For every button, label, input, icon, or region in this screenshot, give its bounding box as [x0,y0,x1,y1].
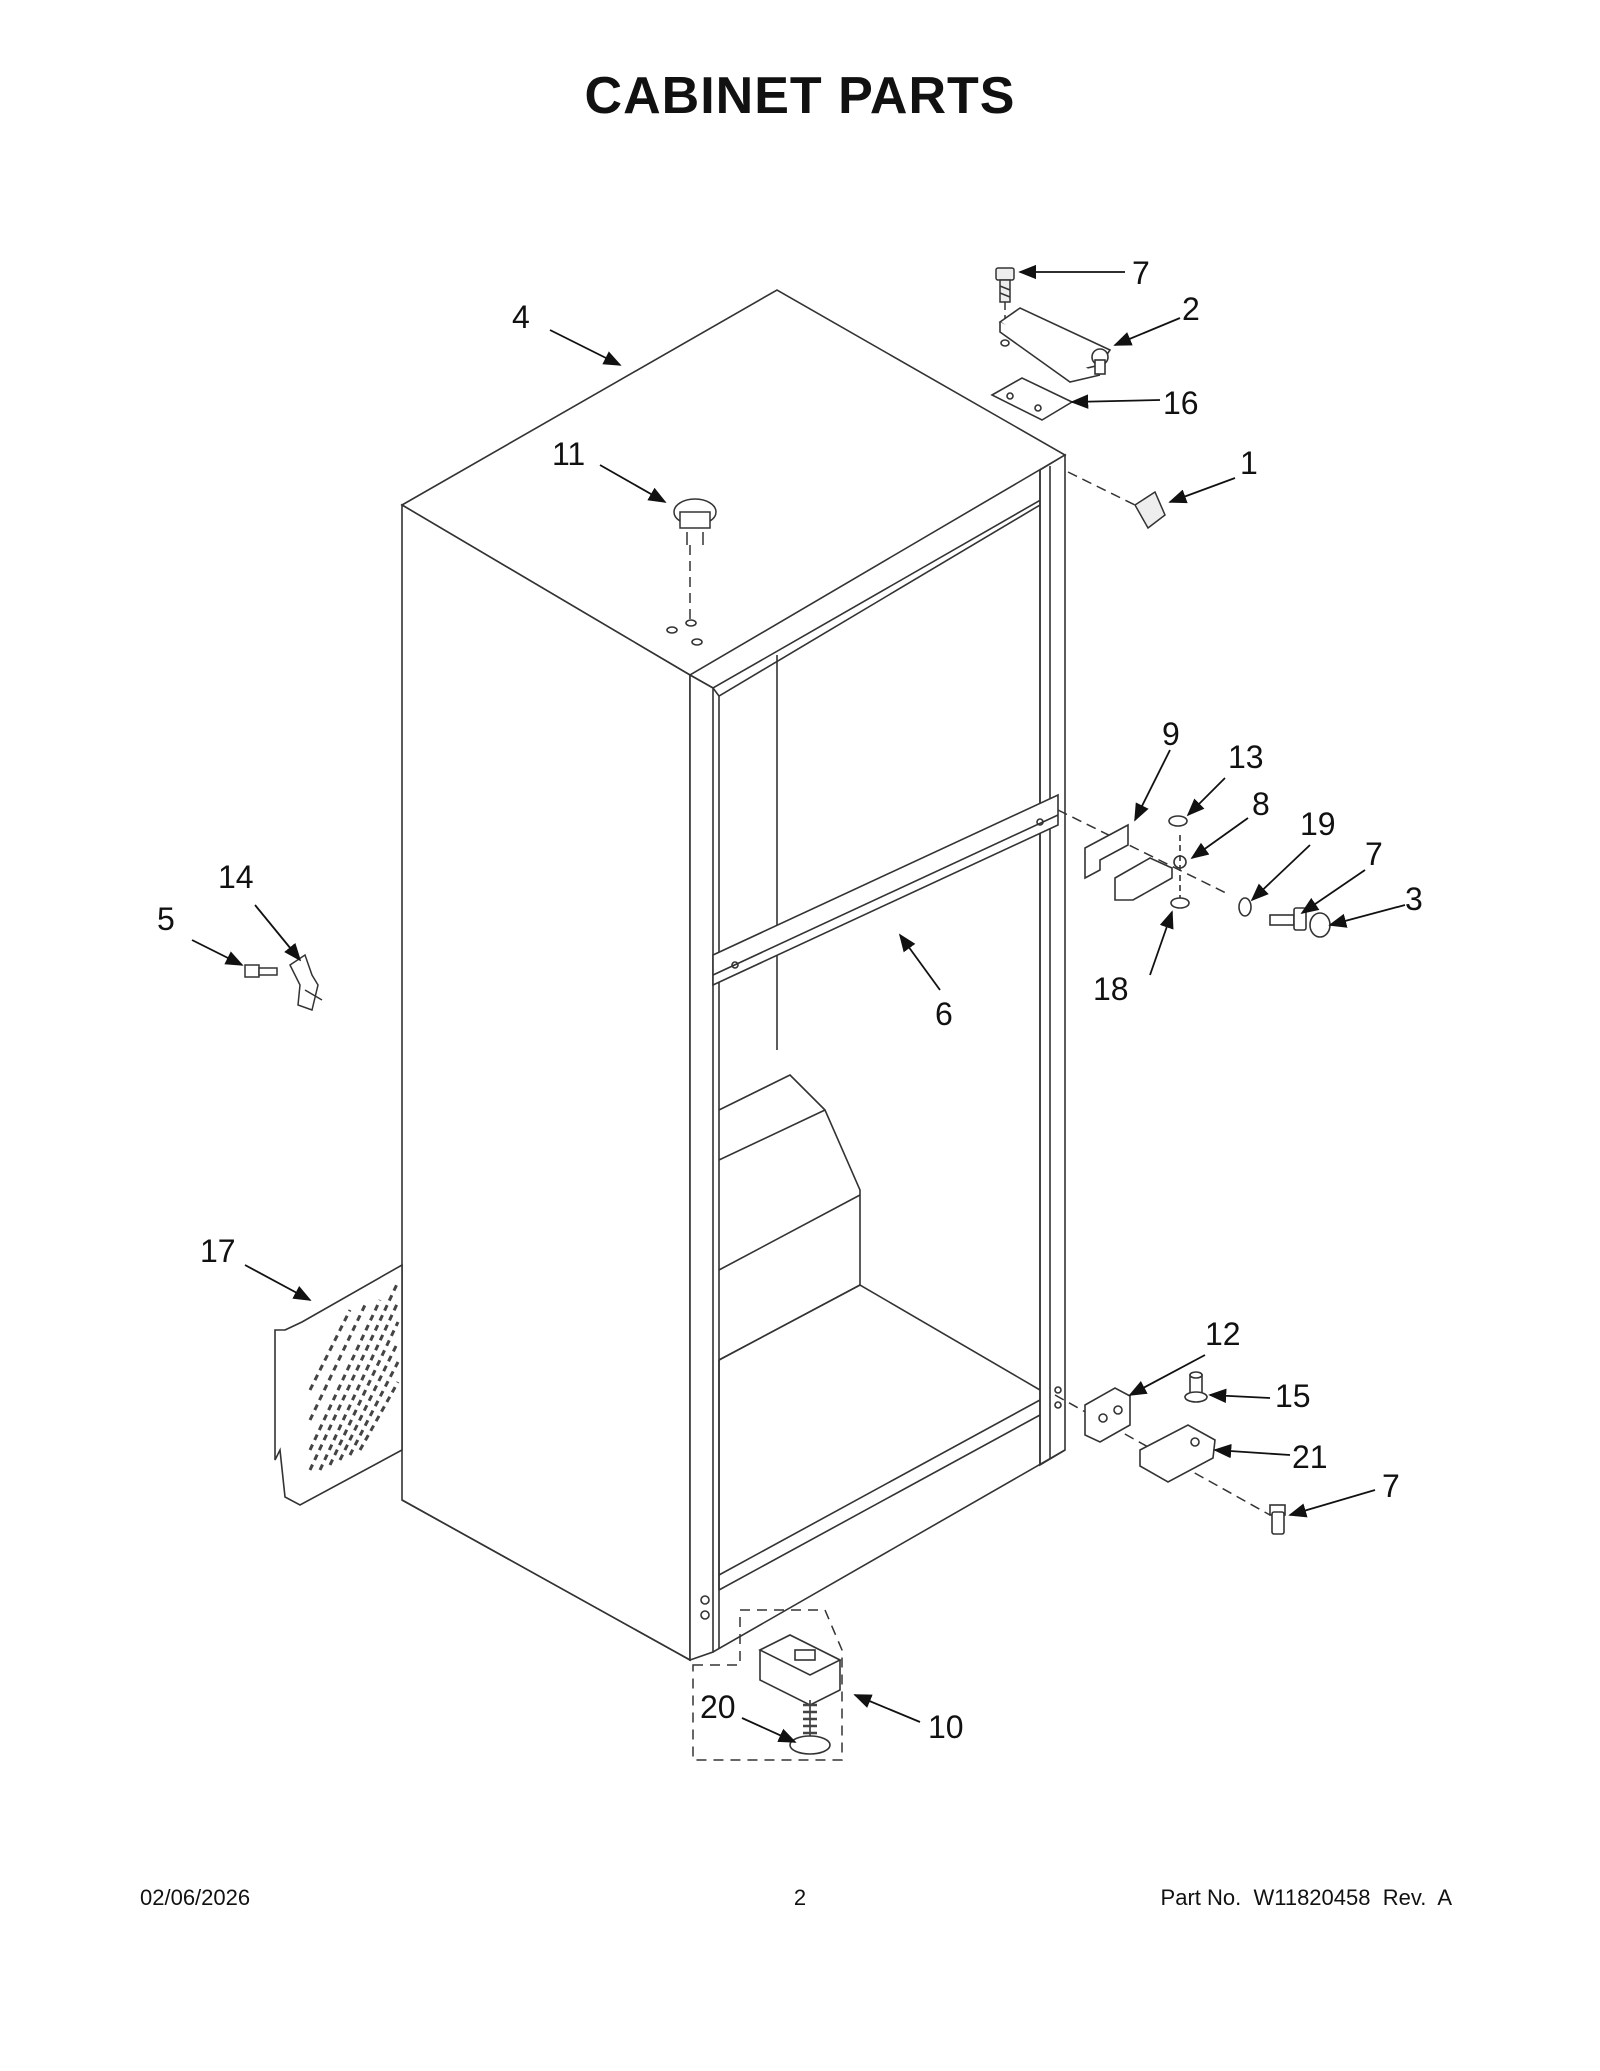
callout-4: 4 [512,299,530,335]
callout-arrow-10 [853,1694,921,1723]
callout-20: 20 [700,1689,736,1725]
callout-7-bottom: 7 [1382,1468,1400,1504]
callout-8: 8 [1252,786,1270,822]
callout-arrow-3 [1328,904,1406,928]
callout-arrow-11 [599,464,667,503]
callout-6: 6 [935,996,953,1032]
page-title: CABINET PARTS [584,67,1016,125]
callout-arrow-1 [1168,477,1236,504]
callout-17: 17 [200,1233,236,1269]
top-hinge-part [998,307,1112,383]
callout-9: 9 [1162,716,1180,752]
callout-arrow-19 [1250,844,1311,902]
callout-arrow-15 [1208,1388,1271,1404]
callout-3: 3 [1405,881,1423,917]
center-hinge-part [1084,815,1331,938]
callout-arrow-13 [1186,777,1226,817]
callout-19: 19 [1300,806,1336,842]
hinge-cover-dashed-leader [1067,471,1136,506]
callout-arrow-5 [191,939,244,966]
callout-arrow-20 [741,1717,797,1743]
callout-21: 21 [1292,1439,1328,1475]
callout-arrow-12 [1128,1354,1206,1396]
callout-arrow-16 [1070,394,1161,409]
leveler-assembly [692,1609,843,1761]
callout-16: 16 [1163,385,1199,421]
bottom-hinge-part [1084,1371,1286,1535]
callout-11: 11 [552,436,585,472]
callout-arrow-7c [1288,1489,1376,1518]
callout-arrow-8 [1190,817,1249,860]
hinge-cover-part [1134,490,1166,530]
footer-part-number: Part No. W11820458 Rev. A [1160,1885,1452,1910]
footer-date: 02/06/2026 [140,1885,251,1910]
callout-arrow-6 [898,933,941,991]
callout-14: 14 [218,859,254,895]
bracket-part [244,953,323,1011]
callout-arrow-21 [1213,1443,1291,1459]
callout-18: 18 [1093,971,1129,1007]
vent-panel-part [274,1263,403,1506]
callout-12: 12 [1205,1316,1241,1352]
top-hinge-screw [995,267,1015,303]
callout-arrow-7b [1300,869,1366,915]
callout-15: 15 [1275,1378,1311,1414]
callout-arrow-17 [244,1264,312,1301]
callout-7-middle: 7 [1365,836,1383,872]
cabinet-body [400,289,1067,1662]
callout-2: 2 [1182,291,1200,327]
callout-arrow-9 [1134,749,1171,822]
callout-5: 5 [157,901,175,937]
callout-13: 13 [1228,739,1264,775]
callout-1: 1 [1240,445,1258,481]
callout-arrow-14 [254,904,302,962]
callout-arrow-4 [549,329,622,366]
footer-page-number: 2 [793,1885,807,1910]
hinge-shim-part [990,377,1074,421]
plug-part [673,498,717,545]
callout-10: 10 [928,1709,964,1745]
callout-arrow-18 [1149,910,1174,976]
callout-arrow-2 [1113,317,1181,346]
callout-7-top: 7 [1132,255,1150,291]
